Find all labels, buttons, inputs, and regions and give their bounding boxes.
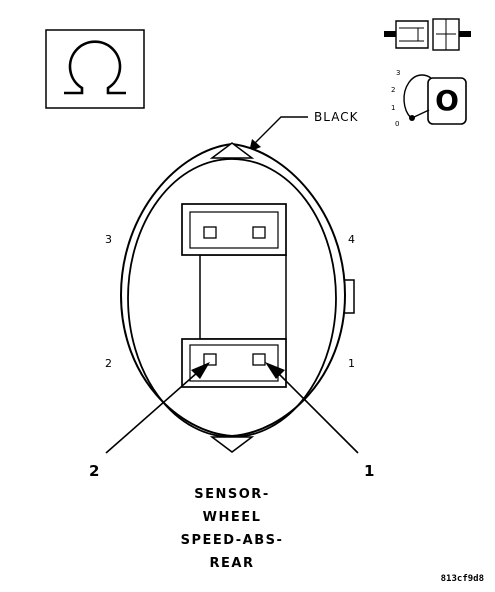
cavity-4 bbox=[252, 226, 266, 239]
cavity-label-4: 4 bbox=[348, 233, 355, 246]
callout-2: 2 bbox=[89, 462, 99, 480]
ignition-key-icon: 3 2 1 0 O bbox=[391, 69, 467, 128]
ohm-icon bbox=[45, 29, 145, 109]
cavity-2 bbox=[203, 353, 217, 366]
figure-id: 813cf9d8 bbox=[441, 574, 484, 584]
key-position-3: 3 bbox=[396, 69, 400, 77]
cavity-1 bbox=[252, 353, 266, 366]
cavity-3 bbox=[203, 226, 217, 239]
title-line-4: REAR bbox=[210, 556, 255, 571]
cavity-label-2: 2 bbox=[105, 357, 112, 370]
key-position-1: 1 bbox=[391, 104, 395, 112]
connector-plug-icon bbox=[384, 18, 471, 51]
terminal-block bbox=[181, 203, 287, 388]
cavity-label-3: 3 bbox=[105, 233, 112, 246]
connector-color-label: BLACK bbox=[314, 110, 359, 124]
title-line-1: SENSOR- bbox=[194, 487, 269, 502]
callout-1-leader bbox=[276, 371, 359, 454]
title-line-2: WHEEL bbox=[203, 510, 262, 525]
callout-2-leader bbox=[105, 371, 199, 454]
title-line-3: SPEED-ABS- bbox=[181, 533, 284, 548]
key-symbol: O bbox=[435, 84, 459, 117]
key-position-0: 0 bbox=[395, 120, 399, 128]
cavity-label-1: 1 bbox=[348, 357, 355, 370]
key-position-2: 2 bbox=[391, 86, 395, 94]
callout-1: 1 bbox=[364, 462, 374, 480]
